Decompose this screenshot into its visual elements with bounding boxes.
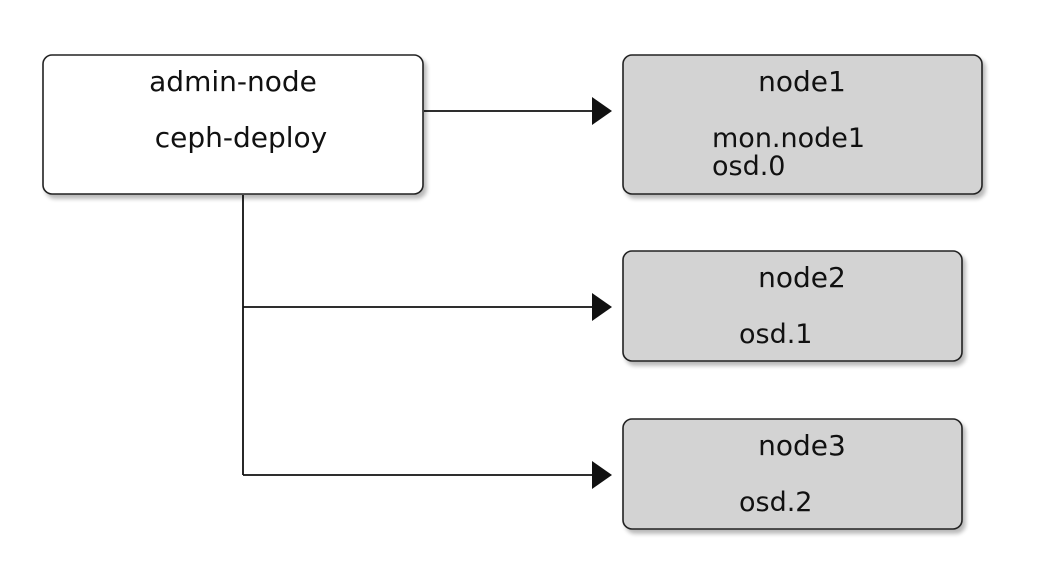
node1-box: node1 mon.node1 osd.0	[622, 54, 983, 195]
arrowhead-node2	[592, 293, 612, 321]
node2-title: node2	[758, 261, 846, 294]
admin-node-title: admin-node	[149, 65, 317, 98]
node3-box: node3 osd.2	[622, 418, 963, 530]
node1-line-1: mon.node1	[712, 123, 865, 154]
admin-node-tool: ceph-deploy	[155, 121, 328, 154]
node1-line-2: osd.0	[712, 151, 786, 182]
node3-rect	[622, 418, 963, 530]
admin-node-box: admin-node ceph-deploy	[42, 54, 424, 195]
node3-line-1: osd.2	[739, 487, 813, 518]
node1-rect	[622, 54, 983, 195]
node1-title: node1	[758, 65, 846, 98]
edges	[242, 97, 612, 489]
node2-line-1: osd.1	[739, 319, 813, 350]
arrowhead-node3	[592, 461, 612, 489]
arrowhead-node1	[592, 97, 612, 125]
node2-box: node2 osd.1	[622, 250, 963, 362]
admin-node-rect	[42, 54, 424, 195]
node2-rect	[622, 250, 963, 362]
node3-title: node3	[758, 429, 846, 462]
